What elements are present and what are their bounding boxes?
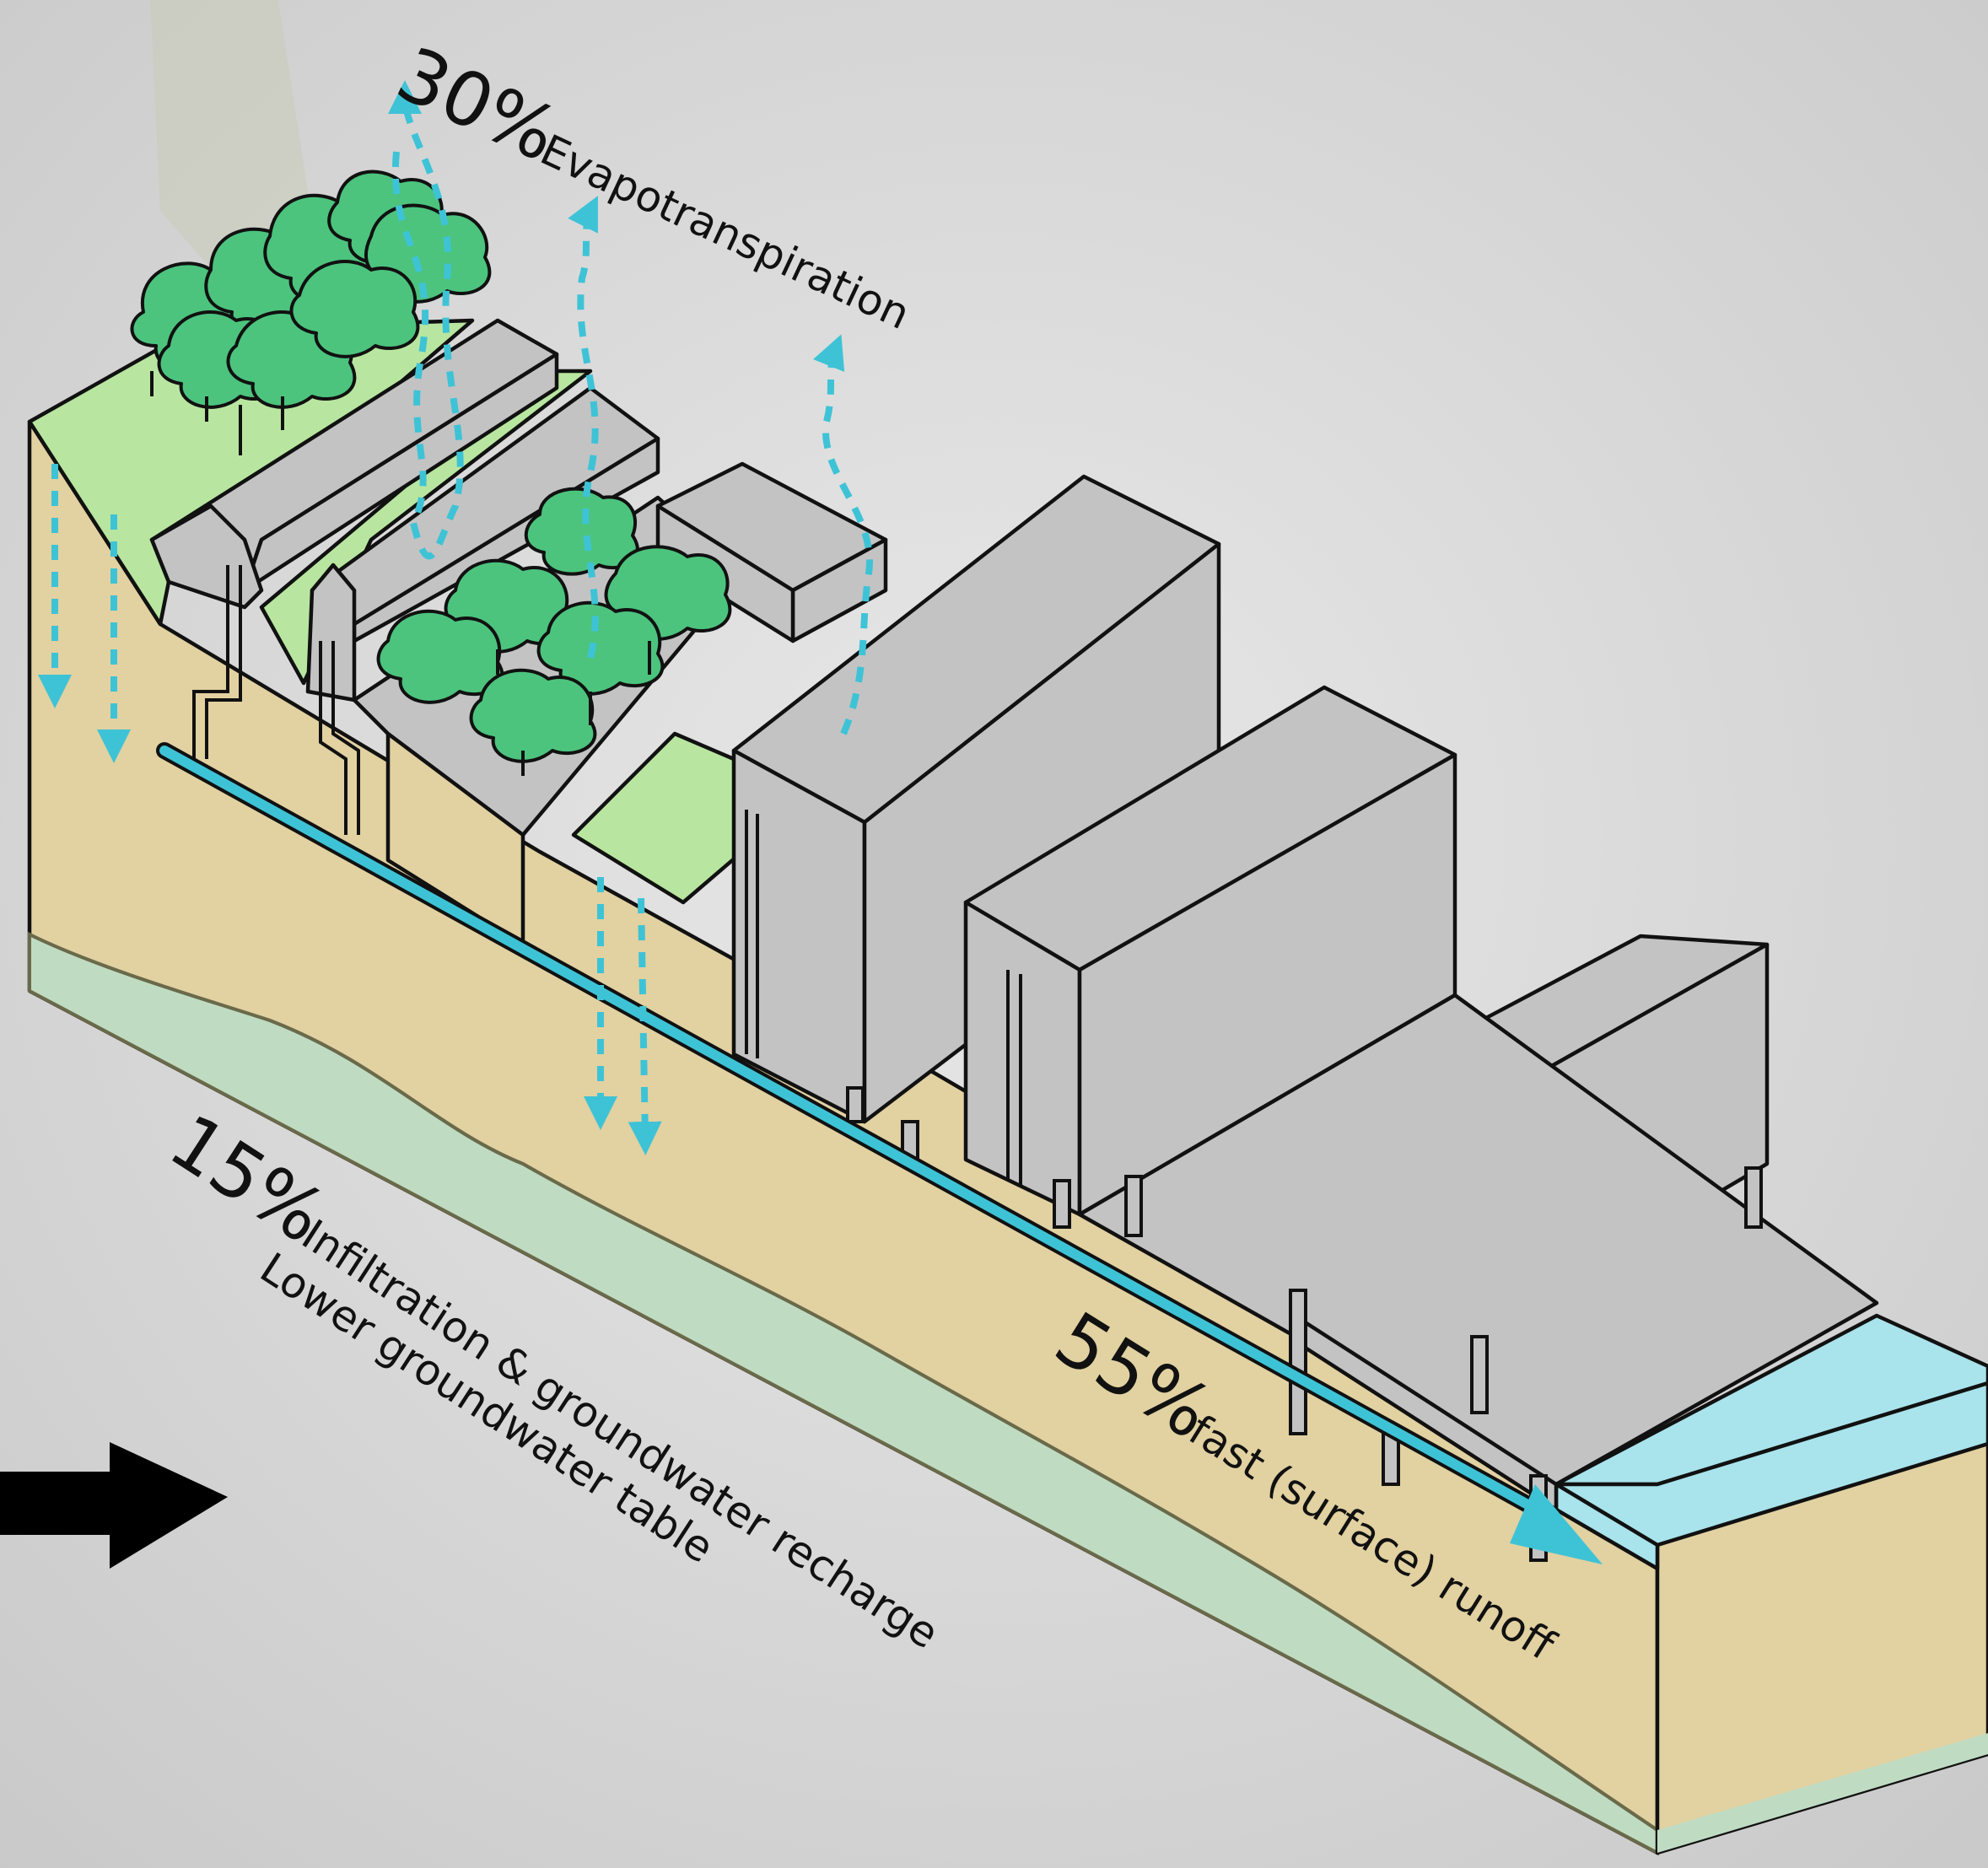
groundwater-line <box>29 933 1659 1832</box>
groundwater-front <box>1657 1733 1988 1853</box>
background-flag-hint <box>150 0 312 278</box>
building-1-side <box>242 352 559 593</box>
building-2-gable <box>305 563 357 703</box>
runoff-arrowhead <box>1510 1484 1603 1564</box>
buildings <box>149 318 1879 1562</box>
evap-arrow-1 <box>388 80 464 560</box>
tree <box>469 668 597 763</box>
tower-1-pipe <box>745 810 759 1058</box>
tree-trunks <box>150 371 651 776</box>
infil-arrow-4 <box>628 897 662 1155</box>
evap-arrow-3 <box>813 334 873 735</box>
building-2-pipe <box>319 641 360 835</box>
infiltration-arrows <box>38 464 662 1155</box>
building-1-pipe <box>192 565 242 759</box>
evap-arrow-2 <box>568 196 599 659</box>
surface-runoff-channel <box>156 742 1603 1564</box>
tree <box>289 260 420 358</box>
tree <box>536 600 665 696</box>
right-arrow-icon <box>0 1442 228 1569</box>
trees <box>130 170 732 763</box>
tower-2-pipe <box>1006 970 1022 1185</box>
evapotranspiration-arrows <box>388 80 873 735</box>
ground-block <box>27 318 1988 1856</box>
building-1-gable <box>149 503 264 610</box>
